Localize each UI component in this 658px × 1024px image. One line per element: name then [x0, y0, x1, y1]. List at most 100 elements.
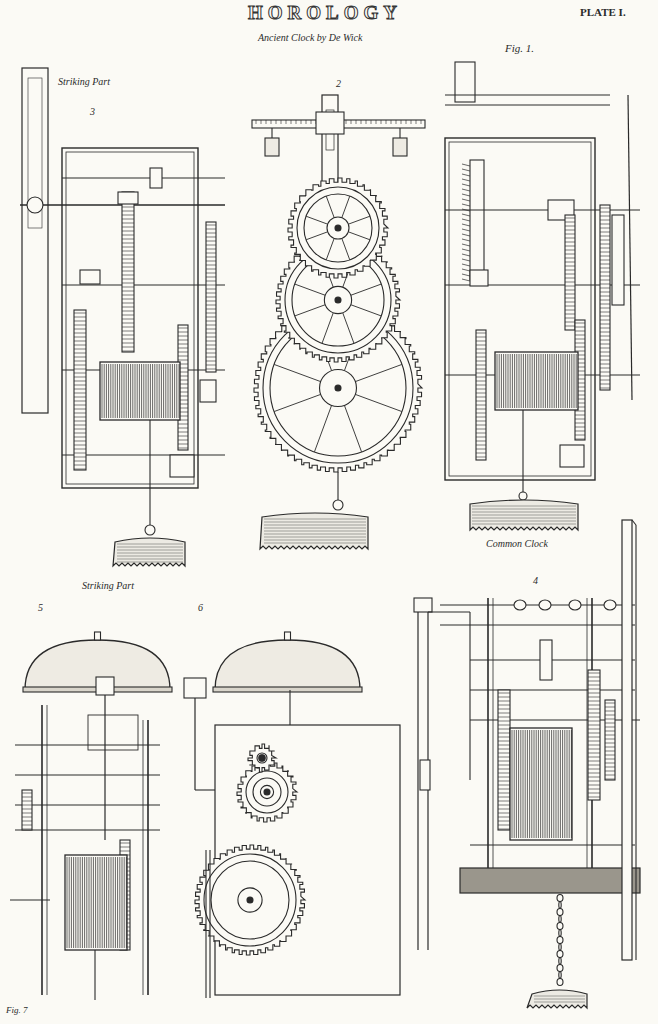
arbor: [476, 389, 486, 390]
arbor: [549, 730, 550, 838]
gear-spoke: [344, 394, 401, 451]
plate-title: HOROLOGY: [248, 3, 402, 24]
arbor: [74, 393, 86, 394]
arbor: [498, 729, 510, 730]
arbor: [289, 690, 290, 725]
arbor: [122, 319, 134, 320]
arbor: [519, 354, 520, 408]
arbor: [476, 365, 486, 366]
arbor: [498, 793, 510, 794]
part: [316, 112, 344, 134]
arbor: [74, 469, 86, 470]
arbor: [530, 354, 531, 408]
arbor: [534, 730, 535, 838]
arbor: [122, 299, 134, 300]
arbor: [122, 223, 134, 224]
arbor: [122, 331, 134, 332]
arbor: [476, 393, 486, 394]
arbor: [67, 857, 68, 948]
pivot: [247, 897, 253, 903]
arbor: [206, 361, 216, 362]
arbor: [406, 120, 407, 124]
arbor: [565, 254, 575, 255]
arbor: [206, 365, 216, 366]
arbor: [472, 524, 576, 525]
arbor: [122, 327, 134, 328]
arbor: [117, 556, 183, 557]
arbor: [119, 364, 120, 418]
pivot: [259, 755, 265, 761]
arbor: [588, 725, 600, 726]
arbor: [632, 520, 636, 525]
arbor: [206, 261, 216, 262]
arbor: [122, 247, 134, 248]
part: [495, 352, 578, 410]
arbor: [391, 120, 392, 124]
part: [414, 598, 432, 612]
arbor: [206, 345, 216, 346]
part: [612, 215, 624, 305]
chain-link: [559, 916, 561, 923]
arbor: [600, 260, 610, 261]
arbor: [122, 315, 134, 316]
chain-link: [557, 909, 563, 916]
arbor: [600, 388, 610, 389]
arbor: [205, 850, 206, 998]
arbor: [476, 409, 486, 410]
arbor: [149, 420, 150, 525]
arbor: [498, 705, 510, 706]
arbor: [588, 749, 600, 750]
arbor: [206, 329, 216, 330]
arbor: [150, 364, 151, 418]
arbor: [600, 264, 610, 265]
arbor: [588, 741, 600, 742]
arbor: [498, 813, 510, 814]
arbor: [122, 231, 134, 232]
arbor: [78, 857, 79, 948]
arbor: [565, 230, 575, 231]
arbor: [565, 322, 575, 323]
arbor: [106, 857, 107, 948]
arbor: [551, 730, 552, 838]
arbor: [493, 598, 494, 880]
arbor: [501, 354, 502, 408]
arbor: [124, 857, 125, 948]
arbor: [600, 324, 610, 325]
arbor: [600, 276, 610, 277]
part: [622, 520, 632, 960]
arbor: [174, 364, 175, 418]
arbor: [209, 850, 210, 998]
arbor: [562, 730, 563, 838]
arbor: [122, 243, 134, 244]
arbor: [600, 380, 610, 381]
arbor: [74, 341, 86, 342]
collet: [604, 600, 616, 610]
arbor: [411, 120, 412, 124]
arbor: [206, 265, 216, 266]
arbor: [122, 263, 134, 264]
arbor: [122, 339, 134, 340]
arbor: [476, 457, 486, 458]
chain-link: [557, 979, 563, 986]
arbor: [178, 360, 188, 361]
arbor: [576, 354, 577, 408]
arbor: [476, 381, 486, 382]
arbor: [522, 410, 523, 492]
arbor: [74, 457, 86, 458]
arbor: [462, 259, 470, 261]
arbor: [206, 257, 216, 258]
arbor: [498, 741, 510, 742]
chain-link: [559, 944, 561, 951]
arbor: [600, 340, 610, 341]
arbor: [22, 817, 32, 818]
arbor: [462, 239, 470, 241]
arbor: [115, 364, 116, 418]
arbor: [74, 421, 86, 422]
arbor: [565, 250, 575, 251]
arbor: [600, 384, 610, 385]
arbor: [575, 323, 585, 324]
arbor: [206, 353, 216, 354]
arbor: [605, 715, 615, 716]
arbor: [563, 354, 564, 408]
arbor: [206, 293, 216, 294]
